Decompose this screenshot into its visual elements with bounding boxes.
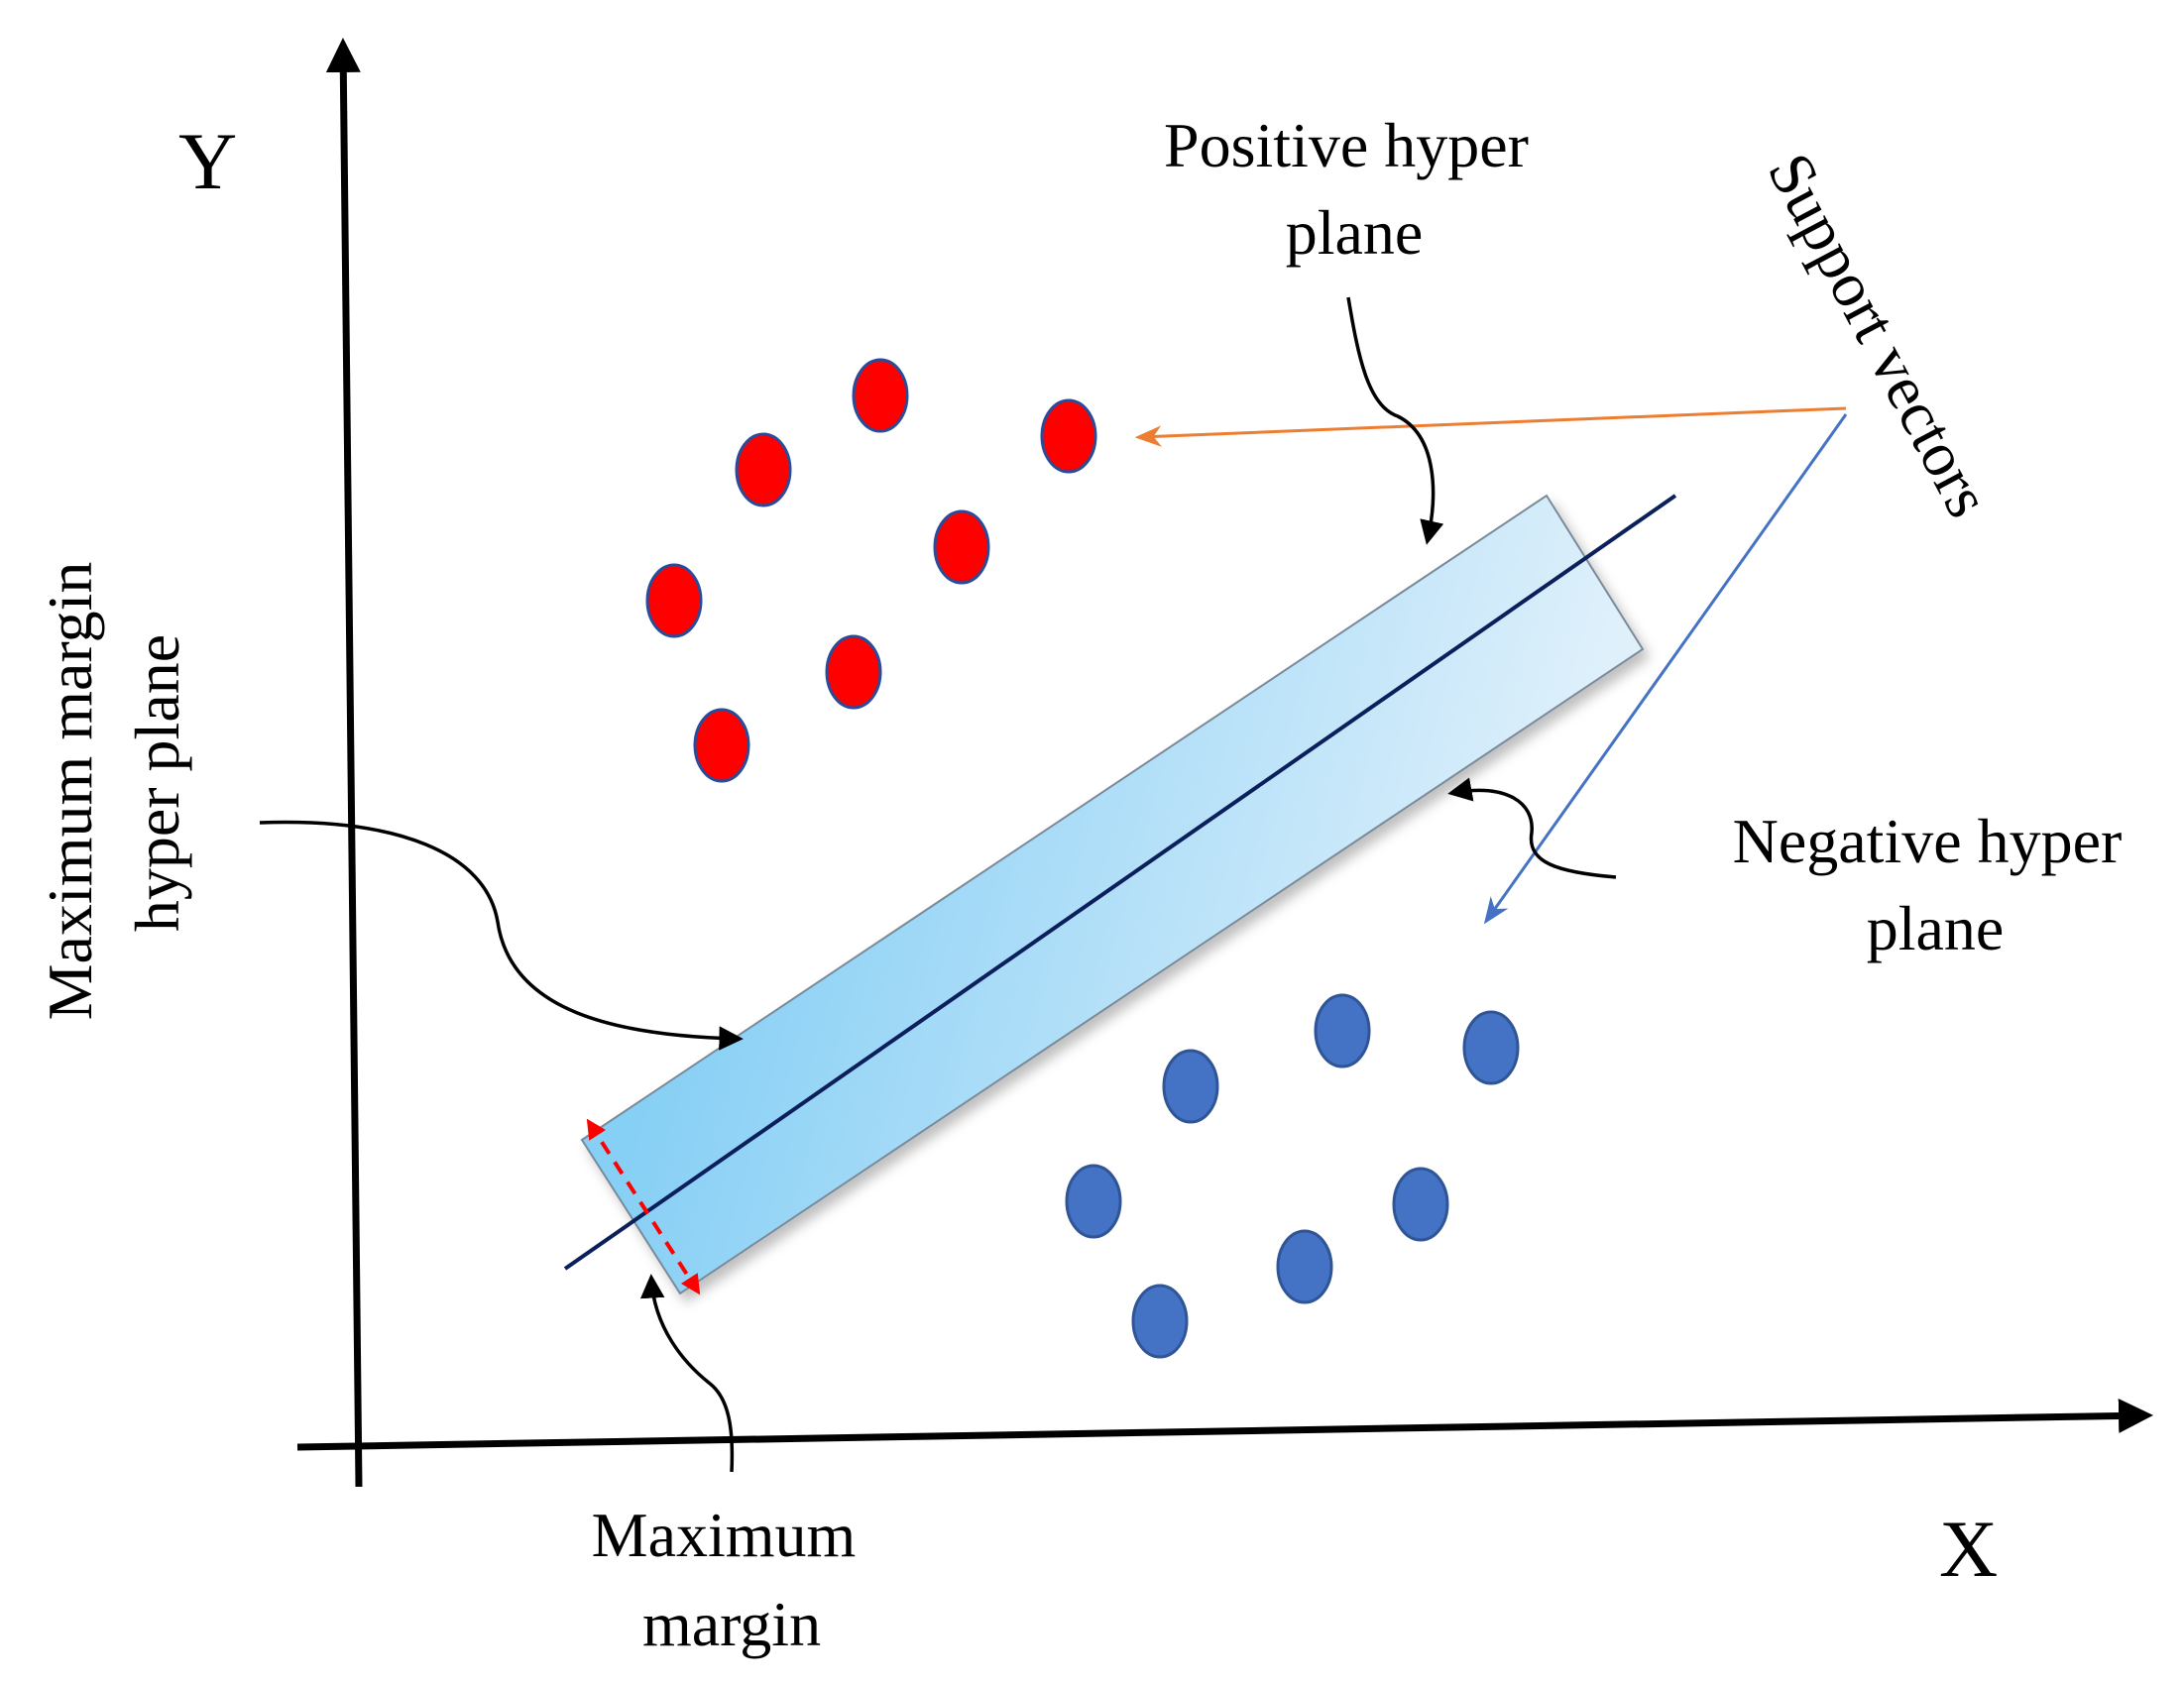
negative-hyperplane-label: Negative hyper plane [1733, 806, 2138, 963]
support-vector-arrow-positive [1134, 406, 1847, 447]
negative-point [1162, 1049, 1219, 1124]
positive-point [852, 358, 909, 433]
hyperplane-line [563, 494, 1677, 1271]
negative-hyperplane-pointer [1447, 777, 1617, 879]
negative-class-points [1065, 993, 1520, 1359]
negative-point [1131, 1284, 1189, 1359]
positive-hyperplane-line2: plane [1286, 197, 1424, 268]
max-margin-line2: margin [642, 1589, 821, 1659]
positive-point [933, 509, 990, 585]
x-axis [296, 1398, 2153, 1451]
positive-hyperplane-pointer [1346, 296, 1444, 545]
negative-point [1314, 993, 1371, 1068]
positive-point [645, 563, 703, 638]
hyperplane-pointer [259, 820, 744, 1051]
negative-hyperplane-line2: plane [1867, 893, 2005, 963]
positive-hyperplane-line1: Positive hyper [1164, 110, 1529, 180]
negative-point [1276, 1229, 1333, 1304]
max-margin-hyperplane-label: Maximum margin hyper plane [35, 546, 192, 1021]
positive-point [825, 634, 882, 710]
max-margin-hyperplane-line1: Maximum margin [35, 562, 105, 1021]
margin-width-arrow [586, 1118, 701, 1295]
positive-point [693, 708, 750, 783]
negative-point [1462, 1010, 1520, 1085]
positive-point [1040, 398, 1097, 474]
positive-point [735, 432, 792, 507]
max-margin-hyperplane-line2: hyper plane [122, 634, 192, 932]
max-margin-line1: Maximum [592, 1500, 857, 1570]
x-axis-label: X [1939, 1504, 1998, 1594]
negative-point [1392, 1167, 1449, 1242]
y-axis [325, 38, 363, 1488]
negative-hyperplane-line1: Negative hyper [1733, 806, 2123, 876]
positive-class-points [645, 358, 1097, 783]
y-axis-label: Y [178, 116, 237, 206]
support-vectors-label: Support vectors [1755, 142, 2005, 528]
max-margin-pointer [639, 1274, 735, 1473]
negative-point [1065, 1164, 1122, 1239]
positive-hyperplane-label: Positive hyper plane [1164, 110, 1545, 268]
max-margin-label: Maximum margin [592, 1500, 872, 1659]
support-vector-arrow-negative [1483, 413, 1848, 925]
